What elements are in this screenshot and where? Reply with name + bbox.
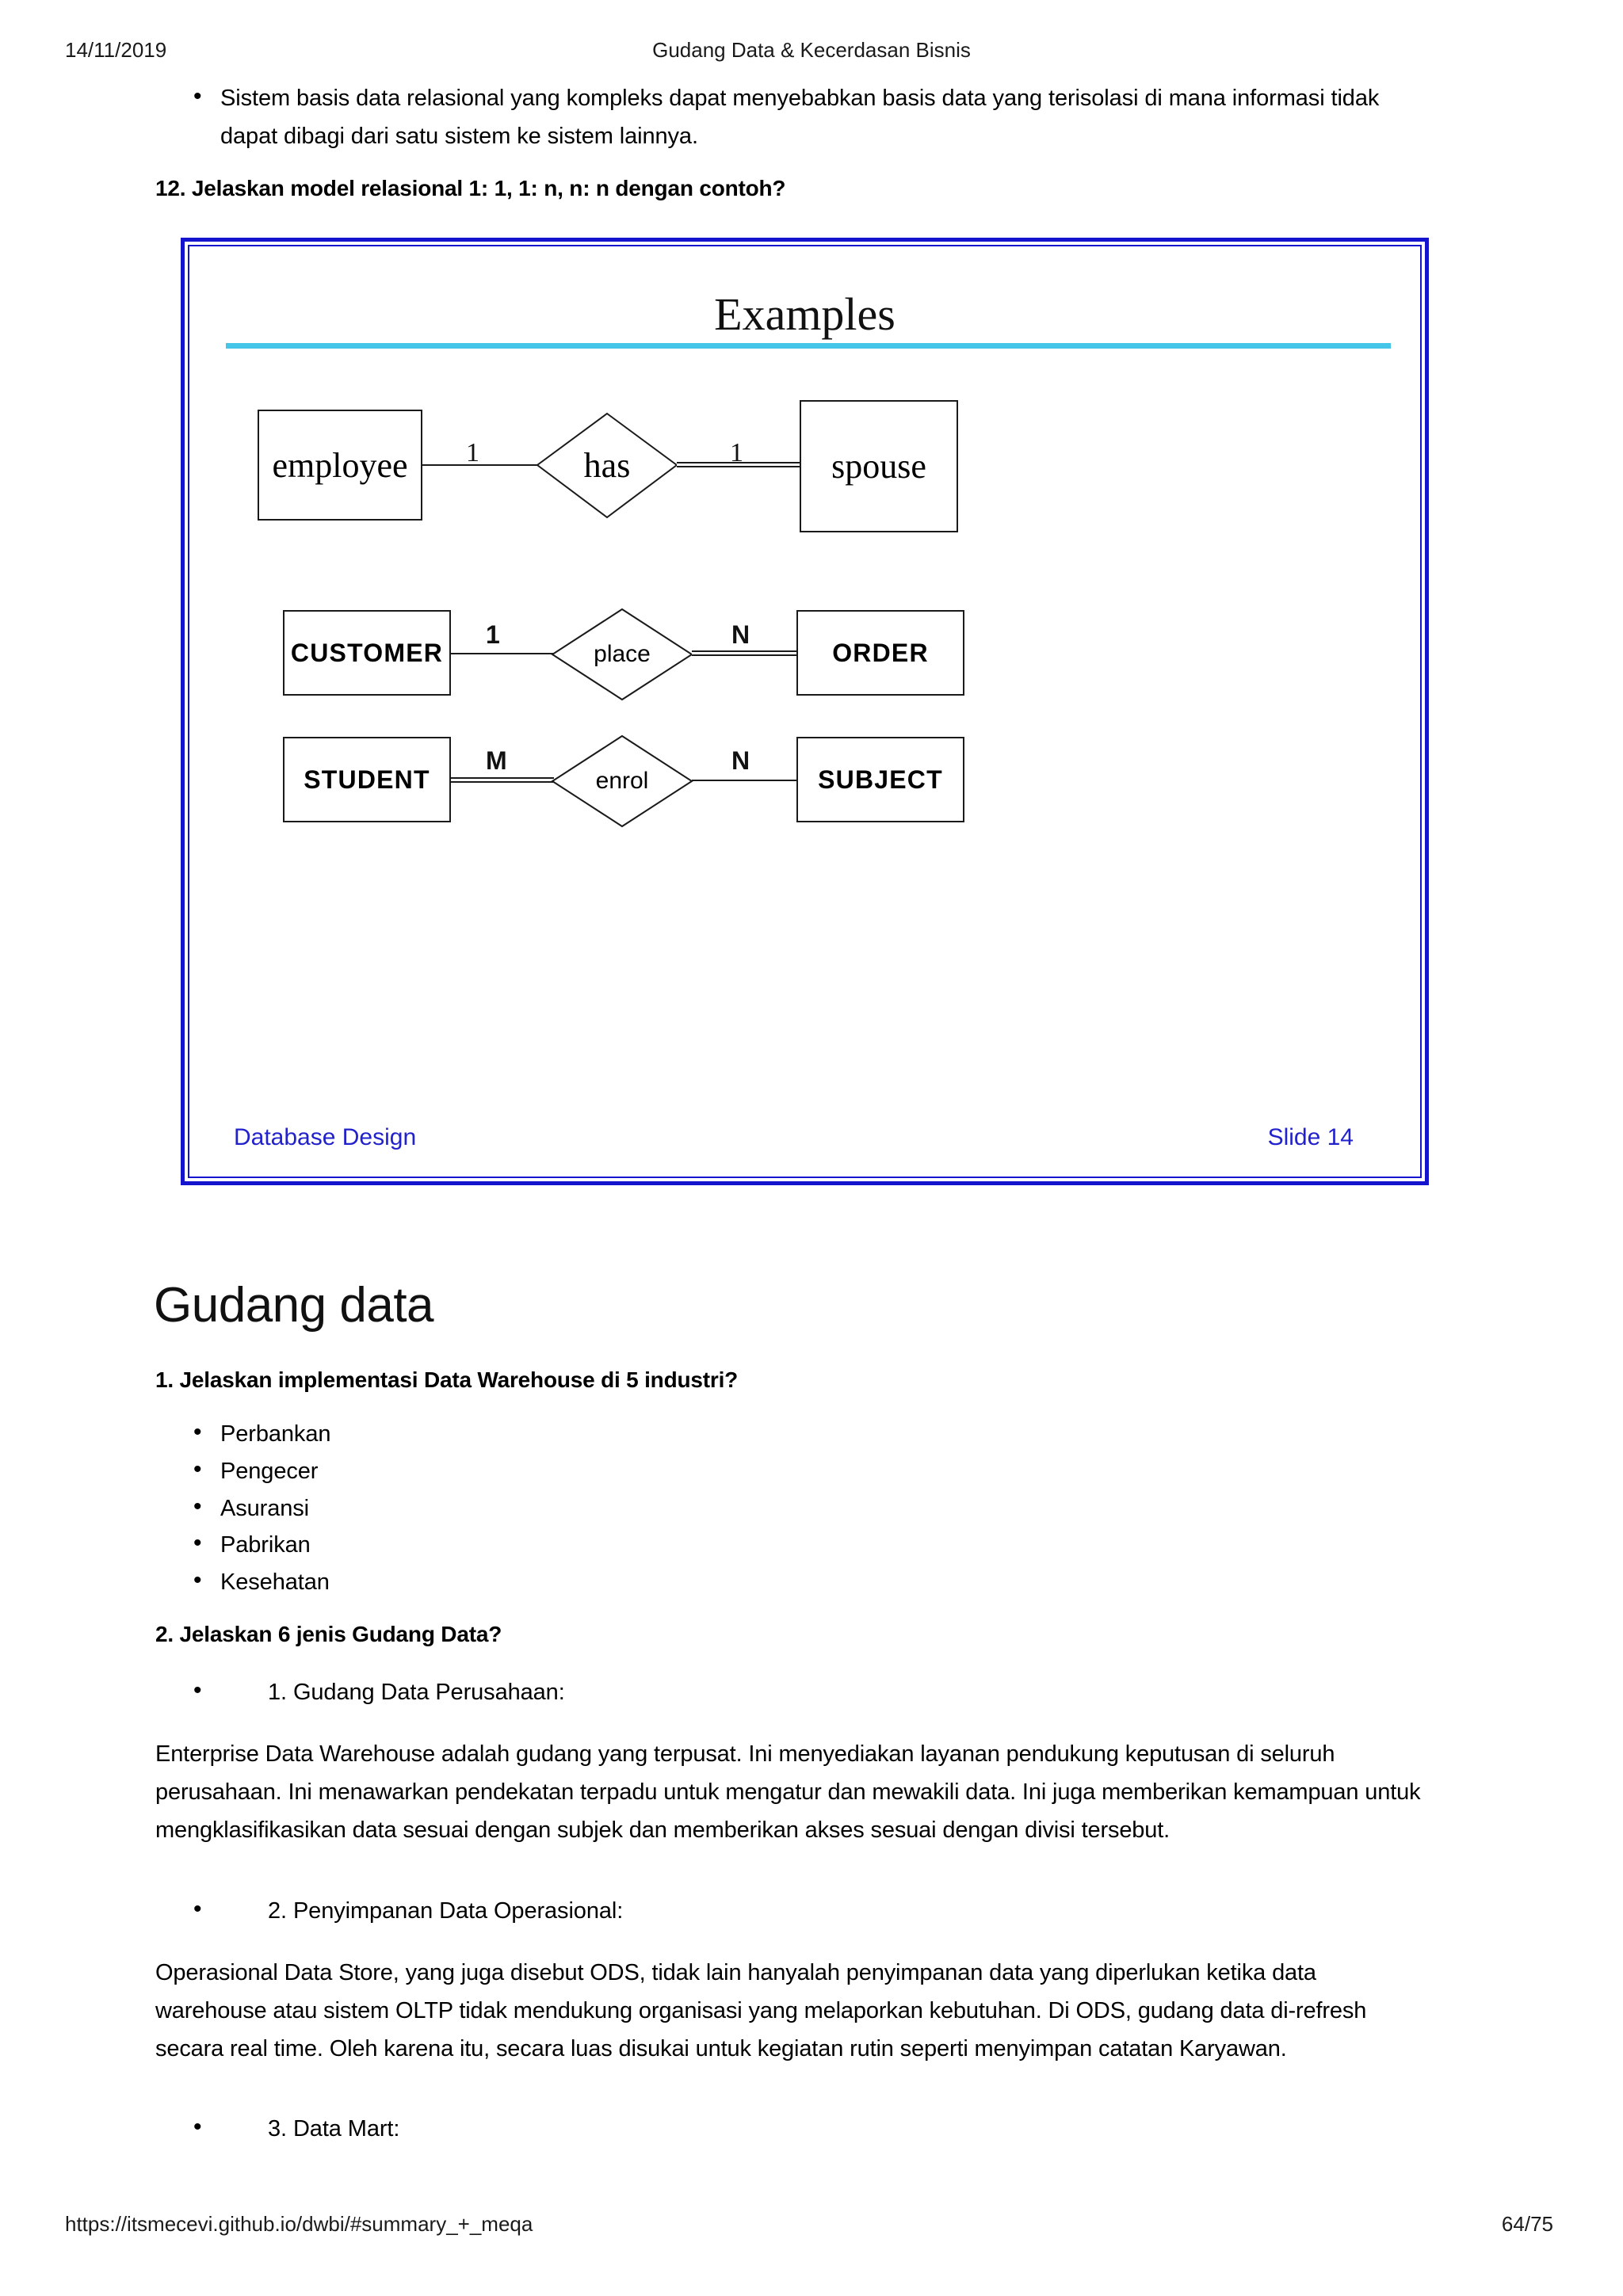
bullet-marker-icon: • xyxy=(193,1896,202,1922)
er-relationship-has: has xyxy=(536,412,678,519)
list-item: • 1. Gudang Data Perusahaan: xyxy=(193,1673,1303,1711)
header-date: 14/11/2019 xyxy=(65,38,167,62)
er-cardinality-customer: 1 xyxy=(486,620,500,649)
header-title: Gudang Data & Kecerdasan Bisnis xyxy=(652,38,971,62)
page-footer: https://itsmecevi.github.io/dwbi/#summar… xyxy=(0,2212,1623,2239)
list-item: • 2. Penyimpanan Data Operasional: xyxy=(193,1892,1303,1930)
list-item-label: Pengecer xyxy=(220,1459,319,1484)
paragraph-enterprise-data-warehouse: Enterprise Data Warehouse adalah gudang … xyxy=(155,1741,1421,1843)
er-cardinality-order: N xyxy=(731,620,750,649)
list-item-label: 3. Data Mart: xyxy=(268,2116,400,2142)
er-cardinality-student: M xyxy=(486,746,507,775)
er-cardinality-spouse: 1 xyxy=(730,438,743,467)
er-entity-employee: employee xyxy=(258,410,422,521)
diamond-shape-icon xyxy=(551,608,693,701)
er-entity-label: CUSTOMER xyxy=(290,638,444,667)
er-connector-enrol-subject xyxy=(692,780,796,781)
list-item: • Asuransi xyxy=(193,1489,907,1527)
slide-title-rule xyxy=(226,343,1391,349)
list-item-label: 1. Gudang Data Perusahaan: xyxy=(268,1680,565,1705)
slide-footer-left: Database Design xyxy=(234,1124,417,1150)
er-relationship-enrol: enrol xyxy=(551,734,693,828)
er-cardinality-subject: N xyxy=(731,746,750,775)
list-item-label: Kesehatan xyxy=(220,1569,330,1595)
list-item-label: Pabrikan xyxy=(220,1532,311,1558)
list-item: • Pabrikan xyxy=(193,1526,907,1564)
slide-title: Examples xyxy=(714,288,896,340)
er-entity-label: employee xyxy=(272,445,408,485)
er-connector-customer-place xyxy=(451,653,554,654)
er-connector-student-enrol xyxy=(451,777,554,783)
er-entity-customer: CUSTOMER xyxy=(283,610,451,696)
er-cardinality-employee: 1 xyxy=(466,438,479,467)
er-relationship-place: place xyxy=(551,608,693,701)
footer-page-number: 64/75 xyxy=(1501,2212,1553,2236)
list-item-label: 2. Penyimpanan Data Operasional: xyxy=(268,1898,624,1924)
er-entity-student: STUDENT xyxy=(283,737,451,822)
list-item-label: Sistem basis data relasional yang komple… xyxy=(220,86,1380,149)
list-item: • Pengecer xyxy=(193,1452,907,1490)
list-item-label: Perbankan xyxy=(220,1421,331,1447)
bullet-marker-icon: • xyxy=(193,2114,202,2140)
er-connector-place-order xyxy=(692,650,796,656)
bullet-marker-icon: • xyxy=(193,1530,202,1556)
paragraph-operational-data-store: Operasional Data Store, yang juga disebu… xyxy=(155,1960,1367,2061)
er-diagram-slide: Examples employee 1 has 1 spouse CUSTOME… xyxy=(181,238,1429,1185)
list-item: • Kesehatan xyxy=(193,1563,907,1601)
list-item-label: Asuransi xyxy=(220,1496,310,1521)
er-entity-label: spouse xyxy=(831,447,926,486)
er-entity-label: STUDENT xyxy=(304,765,430,794)
er-connector-has-spouse xyxy=(677,462,800,467)
question-1-heading: 1. Jelaskan implementasi Data Warehouse … xyxy=(155,1367,739,1392)
bullet-marker-icon: • xyxy=(193,1567,202,1593)
bullet-marker-icon: • xyxy=(193,83,202,109)
diamond-shape-icon xyxy=(536,412,678,519)
list-item: • Sistem basis data relasional yang komp… xyxy=(193,79,1430,155)
bullet-marker-icon: • xyxy=(193,1419,202,1445)
er-connector-employee-has xyxy=(422,464,537,466)
list-item: • 3. Data Mart: xyxy=(193,2110,1303,2148)
bullet-marker-icon: • xyxy=(193,1493,202,1520)
diamond-shape-icon xyxy=(551,734,693,828)
list-item: • Perbankan xyxy=(193,1415,907,1453)
slide-footer-right: Slide 14 xyxy=(1267,1124,1354,1150)
question-12-heading: 12. Jelaskan model relasional 1: 1, 1: n… xyxy=(155,176,786,200)
er-entity-subject: SUBJECT xyxy=(796,737,964,822)
er-entity-spouse: spouse xyxy=(800,400,958,532)
er-entity-label: SUBJECT xyxy=(818,765,943,794)
question-2-heading: 2. Jelaskan 6 jenis Gudang Data? xyxy=(155,1622,502,1646)
footer-url: https://itsmecevi.github.io/dwbi/#summar… xyxy=(65,2212,533,2236)
page-title: Gudang data xyxy=(154,1278,434,1333)
bullet-marker-icon: • xyxy=(193,1677,202,1703)
page-header: 14/11/2019 Gudang Data & Kecerdasan Bisn… xyxy=(0,38,1623,65)
er-entity-order: ORDER xyxy=(796,610,964,696)
er-entity-label: ORDER xyxy=(832,638,929,667)
bullet-marker-icon: • xyxy=(193,1456,202,1482)
